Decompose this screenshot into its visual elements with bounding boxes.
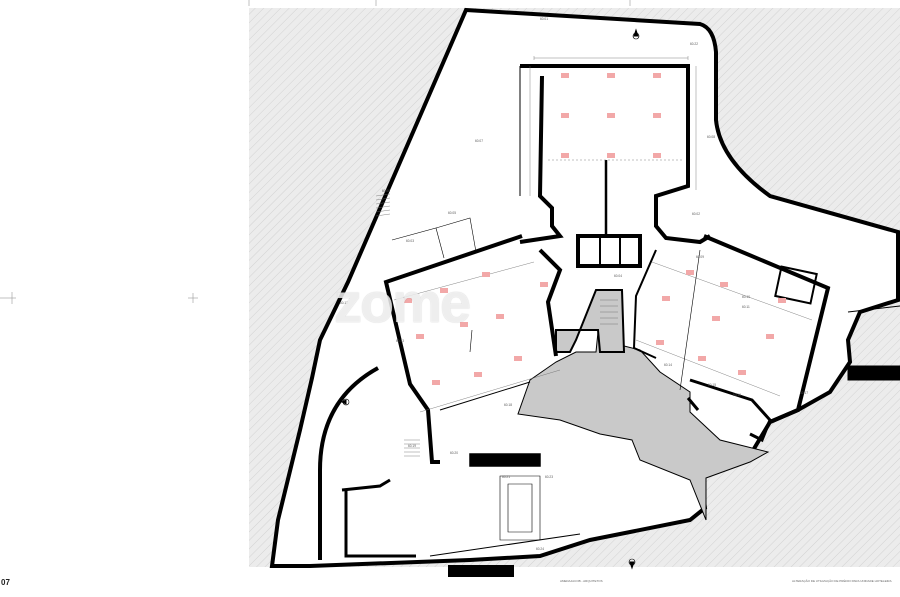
room-label: 60.06 — [382, 189, 390, 193]
room-label: 60.17 — [800, 391, 808, 395]
room-label: 60.09 — [696, 255, 704, 259]
room-label: 60.14 — [664, 363, 672, 367]
watermark-logo: zome — [334, 271, 471, 334]
room-label: 60.05 — [448, 211, 456, 215]
east-neighbour — [847, 305, 900, 381]
stairs — [375, 193, 618, 457]
room-label: 60.12 — [340, 301, 348, 305]
room-label: 60.20 — [450, 451, 458, 455]
room-label: 60.04 — [614, 274, 622, 278]
room-label: 60.21 — [502, 475, 510, 479]
room-label: 60.19 — [408, 444, 416, 448]
room-label: 60.16 — [733, 393, 741, 397]
room-label: 60.13 — [396, 339, 404, 343]
north-wing — [519, 56, 712, 268]
north-arrow-icon — [340, 28, 640, 570]
room-label: 60.08 — [707, 135, 715, 139]
frame-ticks — [0, 0, 631, 304]
room-label: 60.22 — [690, 42, 698, 46]
room-label: 60.02 — [692, 212, 700, 216]
east-wing — [632, 234, 831, 443]
west-wing — [383, 217, 563, 464]
room-label: 60.07 — [475, 139, 483, 143]
title-block-project: ALTERAÇÃO DE UTILIZAÇÃO DE PRÉDIO PARA U… — [792, 579, 892, 583]
room-label: 60.11 — [742, 305, 750, 309]
title-block: 07 AMEDAJACOB - ARQUITETOS ALTERAÇÃO DE … — [0, 575, 900, 597]
title-block-logo: 07 — [1, 578, 10, 587]
light-fixtures — [404, 73, 786, 385]
room-label: 60.24 — [536, 547, 544, 551]
title-block-firm: AMEDAJACOB - ARQUITETOS — [560, 579, 603, 583]
room-label: 60.03 — [406, 239, 414, 243]
room-label: 60.10 — [742, 295, 750, 299]
room-label: 60.01 — [540, 17, 548, 21]
room-label: 60.15 — [708, 383, 716, 387]
room-label: 60.18 — [504, 403, 512, 407]
room-labels: 60.01 60.22 60.07 60.08 60.05 60.06 60.0… — [340, 17, 808, 551]
south-walls — [318, 366, 581, 577]
room-label: 60.23 — [545, 475, 553, 479]
stair-core — [555, 289, 626, 353]
